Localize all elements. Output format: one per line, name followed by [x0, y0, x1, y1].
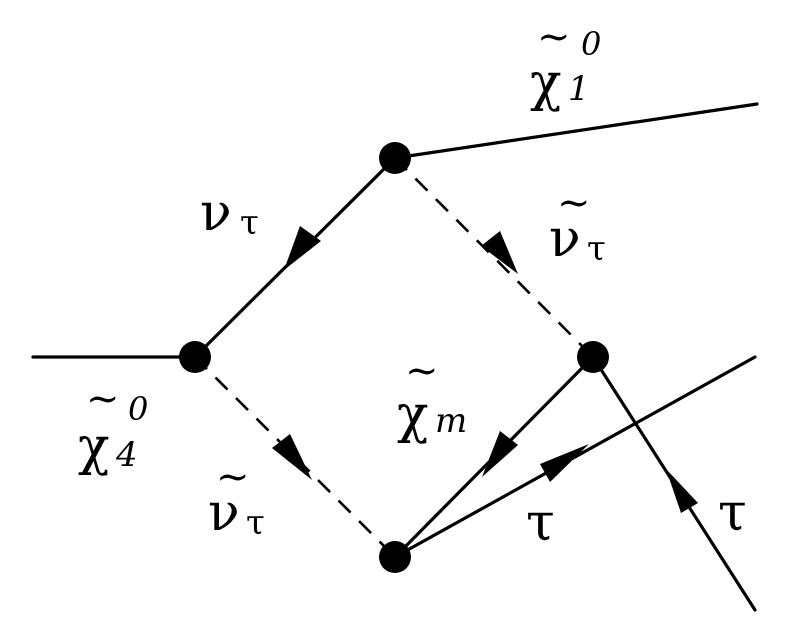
- arrow-sneutrino-bottom: [272, 434, 312, 480]
- svg-text:χ: χ: [78, 417, 110, 477]
- arrow-tau-right: [666, 469, 698, 513]
- svg-text:0: 0: [581, 25, 601, 63]
- label-sneutrino-top: ~ ν τ: [549, 180, 606, 269]
- sneutrino-propagator-bottom: [194, 356, 396, 558]
- svg-text:τ: τ: [587, 229, 606, 269]
- vertex-bottom: [379, 541, 411, 573]
- label-tau-right: τ: [718, 483, 747, 543]
- svg-text:ν: ν: [549, 209, 581, 269]
- svg-text:τ: τ: [240, 203, 259, 243]
- svg-text:~: ~: [557, 180, 591, 226]
- vertex-top: [379, 142, 411, 174]
- svg-text:0: 0: [128, 390, 148, 428]
- arrow-sneutrino-top: [481, 231, 518, 274]
- svg-text:χ: χ: [530, 53, 562, 113]
- svg-text:4: 4: [115, 435, 138, 475]
- svg-text:m: m: [435, 401, 467, 441]
- vertex-right: [577, 341, 609, 373]
- svg-text:τ: τ: [246, 503, 265, 543]
- svg-text:~: ~: [405, 348, 439, 394]
- vertex-left: [179, 341, 211, 373]
- arrow-nu-tau: [284, 226, 321, 270]
- label-chargino-m: ~ χ m: [397, 348, 467, 445]
- svg-text:~: ~: [216, 454, 250, 500]
- label-tau-center: τ: [526, 493, 555, 553]
- sneutrino-propagator-top: [394, 157, 594, 358]
- label-neutralino-4: ~ χ 4 0: [78, 376, 148, 477]
- svg-text:ν: ν: [200, 183, 232, 243]
- label-nu-tau: ν τ: [200, 183, 259, 243]
- svg-text:1: 1: [568, 69, 590, 109]
- svg-text:ν: ν: [208, 483, 240, 543]
- svg-text:~: ~: [86, 376, 120, 422]
- arrow-chi-m: [482, 431, 518, 477]
- svg-text:~: ~: [537, 14, 571, 60]
- chi1-external-line: [393, 102, 759, 160]
- label-neutralino-1: ~ χ 1 0: [530, 14, 601, 113]
- label-sneutrino-bottom: ~ ν τ: [208, 454, 265, 543]
- arrow-tau-center: [540, 444, 589, 482]
- svg-text:χ: χ: [397, 385, 429, 445]
